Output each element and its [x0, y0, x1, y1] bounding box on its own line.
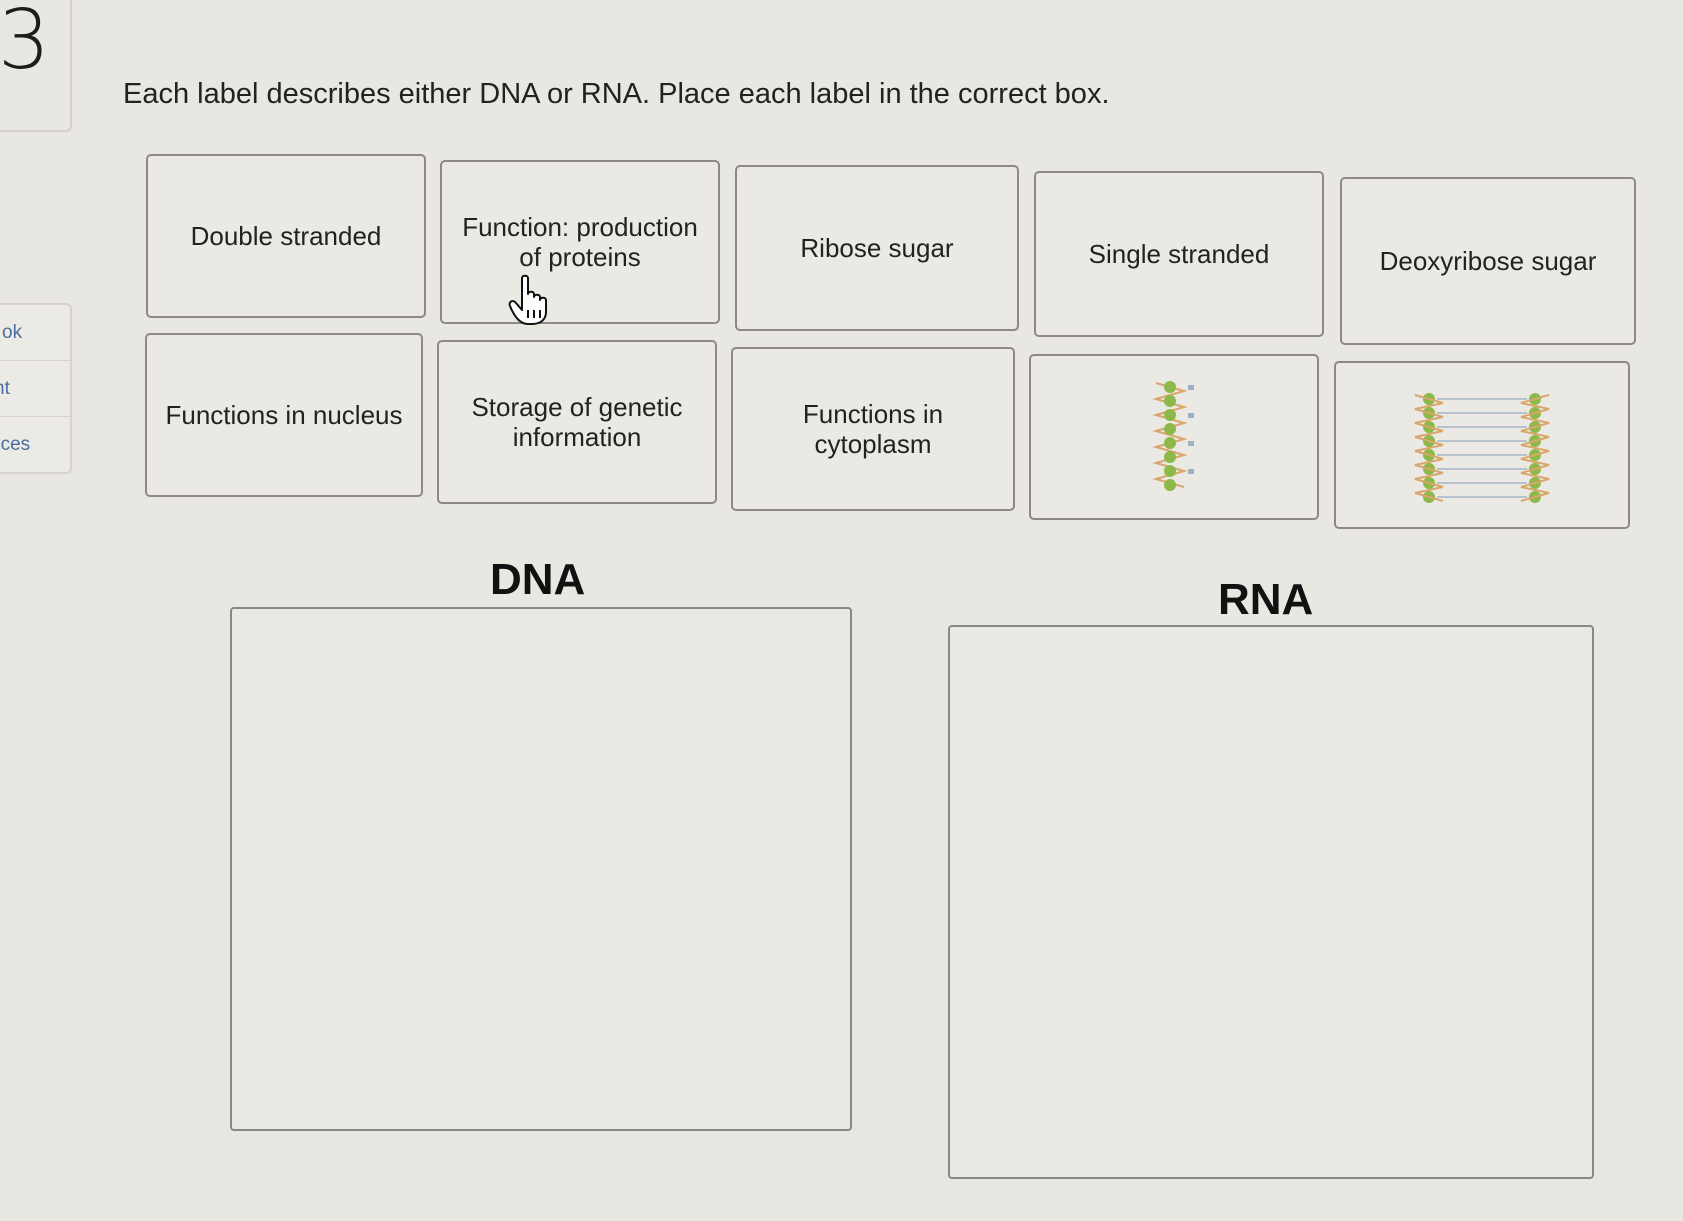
rna-dropzone-title: RNA	[1218, 575, 1314, 624]
label-functions-in-nucleus[interactable]: Functions in nucleus	[145, 333, 423, 497]
single-strand-molecule-image	[1152, 381, 1194, 491]
label-single-strand-image[interactable]	[1029, 354, 1319, 520]
double-strand-molecule-image	[1414, 393, 1550, 503]
label-text: Ribose sugar	[800, 232, 954, 263]
side-nav: ok nt nces	[0, 303, 72, 474]
label-text: Storage of genetic information	[471, 391, 683, 452]
rna-dropzone[interactable]	[948, 625, 1594, 1179]
label-text: Deoxyribose sugar	[1379, 245, 1597, 276]
label-functions-in-cytoplasm[interactable]: Functions in cytoplasm	[731, 347, 1015, 511]
double-strand-backbones	[1414, 394, 1550, 502]
question-instruction: Each label describes either DNA or RNA. …	[123, 78, 1110, 110]
side-nav-item-book[interactable]: ok	[0, 305, 70, 361]
label-text: Functions in nucleus	[165, 399, 403, 430]
label-function-production-of-proteins[interactable]: Function: production of proteins	[440, 160, 720, 324]
strand-nucleotides	[1152, 381, 1194, 491]
label-text: Functions in cytoplasm	[802, 398, 944, 459]
label-single-stranded[interactable]: Single stranded	[1034, 171, 1324, 337]
label-storage-of-genetic-information[interactable]: Storage of genetic information	[437, 340, 717, 504]
dna-dropzone[interactable]	[230, 607, 852, 1131]
dna-dropzone-title: DNA	[490, 555, 586, 604]
hand-pointer-cursor-icon	[508, 274, 547, 325]
double-strand-nucleotides	[1423, 393, 1541, 503]
question-number: 3	[0, 0, 51, 88]
question-number-panel: 3	[0, 0, 72, 132]
label-ribose-sugar[interactable]: Ribose sugar	[735, 165, 1019, 331]
side-nav-item-references[interactable]: nces	[0, 434, 31, 455]
side-nav-item-print[interactable]: nt	[0, 361, 70, 417]
label-text: Function: production of proteins	[462, 211, 698, 272]
label-double-strand-image[interactable]	[1334, 361, 1630, 529]
double-strand-rungs	[1437, 398, 1527, 498]
label-text: Single stranded	[1088, 238, 1270, 269]
label-deoxyribose-sugar[interactable]: Deoxyribose sugar	[1340, 177, 1636, 345]
label-text: Double stranded	[190, 220, 382, 251]
label-double-stranded[interactable]: Double stranded	[146, 154, 426, 318]
